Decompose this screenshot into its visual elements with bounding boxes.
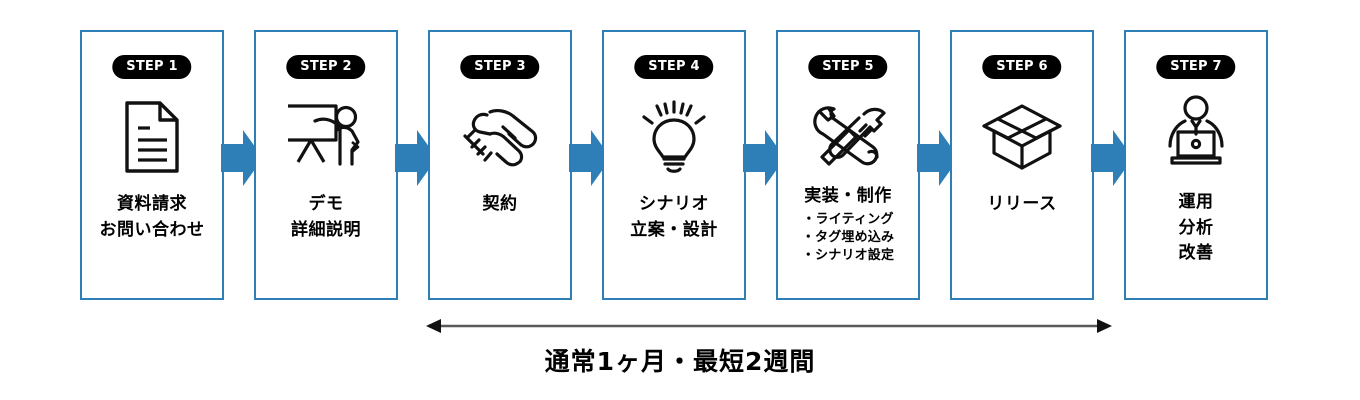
right-arrow-icon-6 xyxy=(1089,128,1135,188)
step-labels-1: 資料請求 お問い合わせ xyxy=(82,192,222,243)
right-arrow-icon-3 xyxy=(567,128,613,188)
step-label-line: 資料請求 xyxy=(117,194,187,214)
step-labels-6: リリース xyxy=(952,192,1092,218)
step-card-5: STEP 5 実装・制作 ・ライティング ・タグ埋め込み ・シナリオ設定 xyxy=(776,30,920,300)
step-card-6: STEP 6 リリース xyxy=(950,30,1094,300)
step-label-line: 詳細説明 xyxy=(291,219,361,240)
step-card-3: STEP 3 契約 xyxy=(428,30,572,300)
step-bullet-item: ・タグ埋め込み xyxy=(801,229,895,245)
step-labels-4: シナリオ 立案・設計 xyxy=(604,192,744,243)
step-label-line: リリース xyxy=(987,194,1057,214)
step-card-2: STEP 2 デモ 詳細説明 xyxy=(254,30,398,300)
right-arrow-icon-5 xyxy=(915,128,961,188)
open-box-icon xyxy=(952,94,1092,180)
step-label-line: 立案・設計 xyxy=(630,219,718,240)
step-label-line: お問い合わせ xyxy=(99,219,205,240)
step-badge-7: STEP 7 xyxy=(1156,55,1236,79)
double-headed-arrow-icon xyxy=(424,313,1114,339)
step-label-line: シナリオ xyxy=(639,194,709,214)
presentation-person-icon xyxy=(256,94,396,180)
right-arrow-icon-2 xyxy=(393,128,439,188)
step-labels-7: 運用 分析 改善 xyxy=(1126,190,1266,267)
step-card-1: STEP 1 資料請求 お問い合わせ xyxy=(80,30,224,300)
right-arrow-icon-4 xyxy=(741,128,787,188)
step-badge-5: STEP 5 xyxy=(808,55,888,79)
right-arrow-icon-1 xyxy=(219,128,265,188)
person-laptop-icon xyxy=(1126,88,1266,174)
step-badge-2: STEP 2 xyxy=(286,55,366,79)
step-label-line: 改善 xyxy=(1178,243,1214,263)
handshake-icon xyxy=(430,94,570,180)
step-bullet-item: ・シナリオ設定 xyxy=(801,248,895,264)
document-icon xyxy=(82,94,222,180)
tools-wrench-hammer-icon xyxy=(778,94,918,180)
duration-caption: 通常1ヶ月・最短2週間 xyxy=(544,347,816,376)
lightbulb-icon xyxy=(604,94,744,180)
step-card-4: STEP 4 シナリオ 立案・設計 xyxy=(602,30,746,300)
step-label-line: 運用 xyxy=(1178,192,1214,212)
step-labels-2: デモ 詳細説明 xyxy=(256,192,396,243)
step-label-line: 分析 xyxy=(1178,217,1214,238)
step-badge-4: STEP 4 xyxy=(634,55,714,79)
step-bullets-5: ・ライティング ・タグ埋め込み ・シナリオ設定 xyxy=(778,211,918,266)
step-bullet-item: ・ライティング xyxy=(802,211,894,227)
step-badge-3: STEP 3 xyxy=(460,55,540,79)
step-label-line: 実装・制作 xyxy=(804,186,892,206)
step-badge-1: STEP 1 xyxy=(112,55,192,79)
step-labels-5: 実装・制作 ・ライティング ・タグ埋め込み ・シナリオ設定 xyxy=(778,184,918,266)
step-badge-6: STEP 6 xyxy=(982,55,1062,79)
step-card-7: STEP 7 運用 分析 改善 xyxy=(1124,30,1268,300)
step-label-line: 契約 xyxy=(482,194,518,214)
step-labels-3: 契約 xyxy=(430,192,570,218)
step-label-line: デモ xyxy=(308,194,344,214)
